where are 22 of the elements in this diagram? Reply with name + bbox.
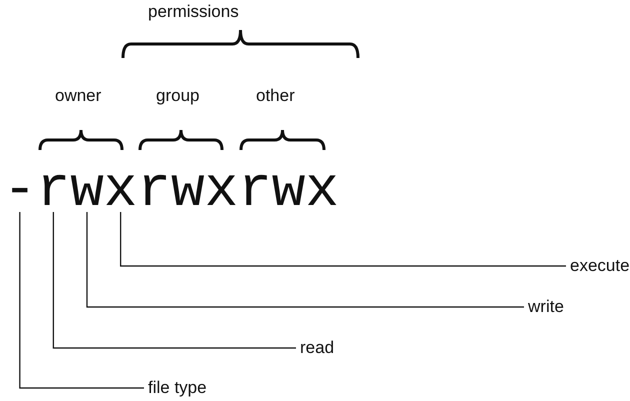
permission-character: r <box>137 168 171 212</box>
permission-character: x <box>104 168 138 212</box>
permission-character: - <box>3 168 37 212</box>
leader-line <box>86 212 524 308</box>
group-label: owner <box>55 86 102 106</box>
permission-character: r <box>238 168 272 212</box>
group-label: group <box>156 86 200 106</box>
part-label: read <box>300 338 334 358</box>
permission-character: r <box>36 168 70 212</box>
group-heading: permissions <box>148 2 239 22</box>
permission-character: w <box>272 168 306 212</box>
permission-character: w <box>171 168 205 212</box>
group-label: other <box>256 86 295 106</box>
leader-line <box>120 212 566 267</box>
part-label: execute <box>570 256 630 276</box>
leader-line <box>19 212 144 389</box>
part-label: write <box>528 297 564 317</box>
permission-character: w <box>70 168 104 212</box>
part-label: file type <box>148 378 207 398</box>
permission-character: x <box>305 168 339 212</box>
permission-character: x <box>204 168 238 212</box>
leader-line <box>52 212 296 349</box>
